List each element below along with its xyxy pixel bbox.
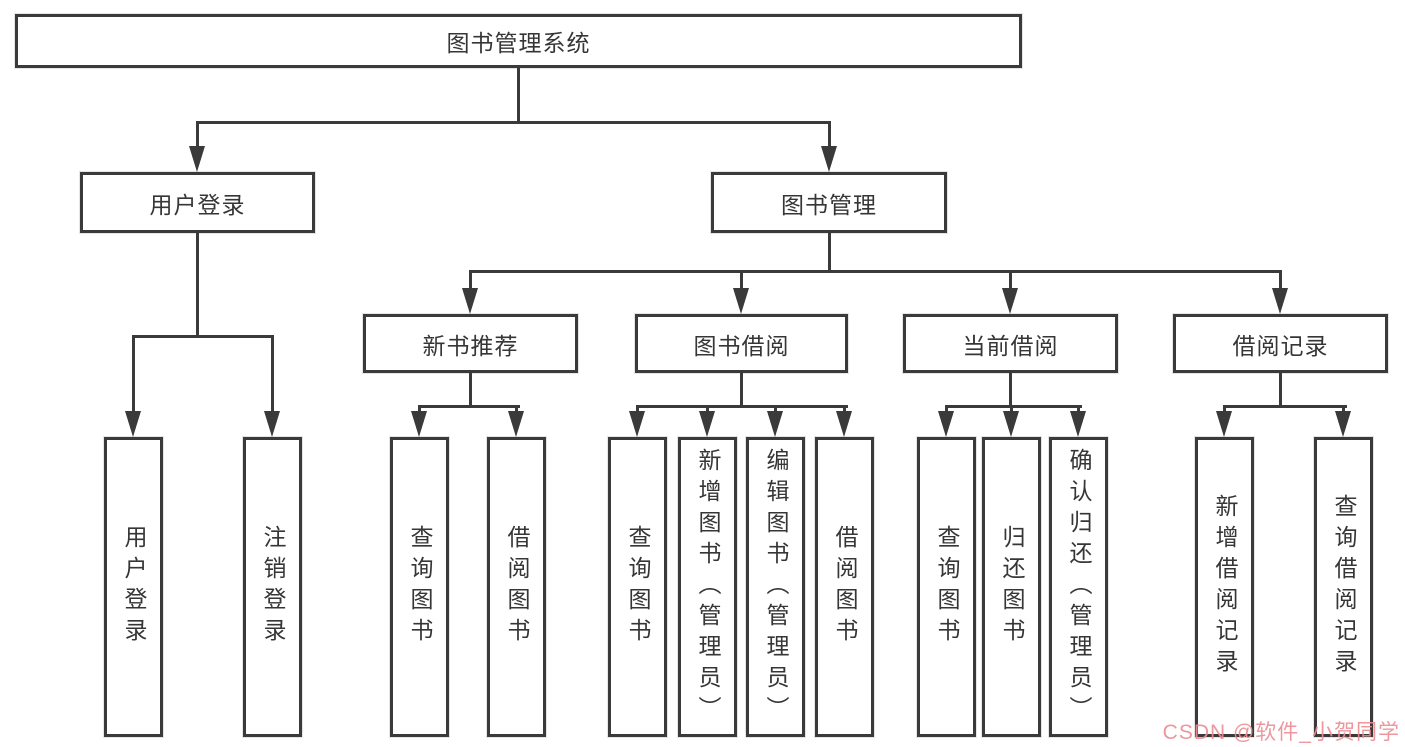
leaf-current-confirm-return-admin-label: 确认归还（管理员） — [1066, 447, 1092, 727]
arrow-down-nb-borrow — [508, 411, 524, 437]
connector-book-borrow-rail — [636, 405, 848, 408]
leaf-newbook-borrow-book-label: 借阅图书 — [504, 525, 530, 649]
arrow-down-bb-edit — [767, 411, 783, 437]
arrow-down-login-leaf — [125, 411, 141, 437]
connector-book-borrow-stem — [740, 373, 743, 408]
connector-drop-user-login — [196, 121, 199, 151]
leaf-borrow-query-book: 查询图书 — [608, 437, 667, 737]
connector-book-mgmt-rail — [469, 270, 1282, 273]
leaf-record-add-record-label: 新增借阅记录 — [1212, 494, 1238, 680]
arrow-down-current-borrow — [1002, 288, 1018, 314]
arrow-down-nb-query — [411, 411, 427, 437]
connector-current-borrow-rail — [945, 405, 1082, 408]
connector-drop-book-mgmt — [828, 121, 831, 151]
arrow-down-bb-borrow — [836, 411, 852, 437]
connector-current-borrow-stem — [1009, 373, 1012, 408]
leaf-user-login-label: 用户登录 — [121, 525, 147, 649]
connector-user-login-stem — [196, 233, 199, 338]
arrow-down-book-borrow — [733, 288, 749, 314]
connector-root-stem — [517, 68, 520, 124]
leaf-newbook-borrow-book: 借阅图书 — [487, 437, 546, 737]
leaf-record-query-record-label: 查询借阅记录 — [1331, 494, 1357, 680]
arrow-down-br-query — [1335, 411, 1351, 437]
node-borrow-record: 借阅记录 — [1173, 314, 1388, 373]
node-new-book-recommend-label: 新书推荐 — [422, 332, 519, 359]
leaf-borrow-edit-book-admin-label: 编辑图书（管理员） — [763, 447, 789, 727]
connector-root-rail — [196, 121, 831, 124]
connector-borrow-record-stem — [1279, 373, 1282, 408]
connector-drop-current-borrow — [1009, 270, 1012, 294]
leaf-borrow-add-book-admin: 新增图书（管理员） — [678, 437, 737, 737]
connector-user-login-rail — [132, 335, 274, 338]
arrow-down-new-book — [462, 288, 478, 314]
node-user-login-label: 用户登录 — [149, 191, 246, 218]
connector-new-book-rail — [418, 405, 520, 408]
arrow-down-cb-query — [938, 411, 954, 437]
connector-drop-borrow-record — [1279, 270, 1282, 294]
leaf-borrow-edit-book-admin: 编辑图书（管理员） — [746, 437, 805, 737]
arrow-down-cb-confirm — [1070, 411, 1086, 437]
arrow-down-br-add — [1216, 411, 1232, 437]
leaf-borrow-borrow-book-label: 借阅图书 — [832, 525, 858, 649]
node-current-borrow: 当前借阅 — [903, 314, 1118, 373]
node-borrow-record-label: 借阅记录 — [1232, 332, 1329, 359]
leaf-record-query-record: 查询借阅记录 — [1314, 437, 1373, 737]
arrow-down-cb-return — [1003, 411, 1019, 437]
leaf-current-return-book-label: 归还图书 — [999, 525, 1025, 649]
node-current-borrow-label: 当前借阅 — [962, 332, 1059, 359]
leaf-borrow-borrow-book: 借阅图书 — [815, 437, 874, 737]
connector-drop-book-borrow — [740, 270, 743, 294]
leaf-current-return-book: 归还图书 — [982, 437, 1041, 737]
connector-book-mgmt-stem — [828, 233, 831, 273]
node-new-book-recommend: 新书推荐 — [363, 314, 578, 373]
node-root-label: 图书管理系统 — [446, 30, 591, 56]
node-book-borrow: 图书借阅 — [635, 314, 848, 373]
node-root: 图书管理系统 — [15, 14, 1022, 68]
leaf-newbook-query-book: 查询图书 — [390, 437, 449, 737]
connector-new-book-stem — [469, 373, 472, 408]
csdn-watermark: CSDN @软件_小贺同学 — [1162, 721, 1400, 744]
leaf-user-login: 用户登录 — [104, 437, 163, 737]
leaf-newbook-query-book-label: 查询图书 — [407, 525, 433, 649]
node-book-mgmt: 图书管理 — [711, 172, 947, 233]
leaf-borrow-query-book-label: 查询图书 — [625, 525, 651, 649]
arrow-down-borrow-record — [1272, 288, 1288, 314]
leaf-record-add-record: 新增借阅记录 — [1195, 437, 1254, 737]
leaf-current-query-book: 查询图书 — [917, 437, 976, 737]
arrow-down-logout-leaf — [264, 411, 280, 437]
leaf-current-query-book-label: 查询图书 — [934, 525, 960, 649]
connector-borrow-record-rail — [1223, 405, 1347, 408]
leaf-borrow-add-book-admin-label: 新增图书（管理员） — [695, 447, 721, 727]
leaf-current-confirm-return-admin: 确认归还（管理员） — [1049, 437, 1108, 737]
connector-drop-login-leaf — [132, 335, 135, 415]
node-user-login: 用户登录 — [80, 172, 315, 233]
node-book-borrow-label: 图书借阅 — [693, 332, 790, 359]
node-book-mgmt-label: 图书管理 — [781, 191, 877, 218]
arrow-down-bb-add — [699, 411, 715, 437]
arrow-down-bb-query — [629, 411, 645, 437]
connector-drop-new-book — [469, 270, 472, 294]
arrow-down-book-mgmt — [821, 146, 837, 172]
arrow-down-user-login — [189, 146, 205, 172]
connector-drop-logout-leaf — [271, 335, 274, 415]
leaf-logout: 注销登录 — [243, 437, 302, 737]
leaf-logout-label: 注销登录 — [260, 525, 286, 649]
